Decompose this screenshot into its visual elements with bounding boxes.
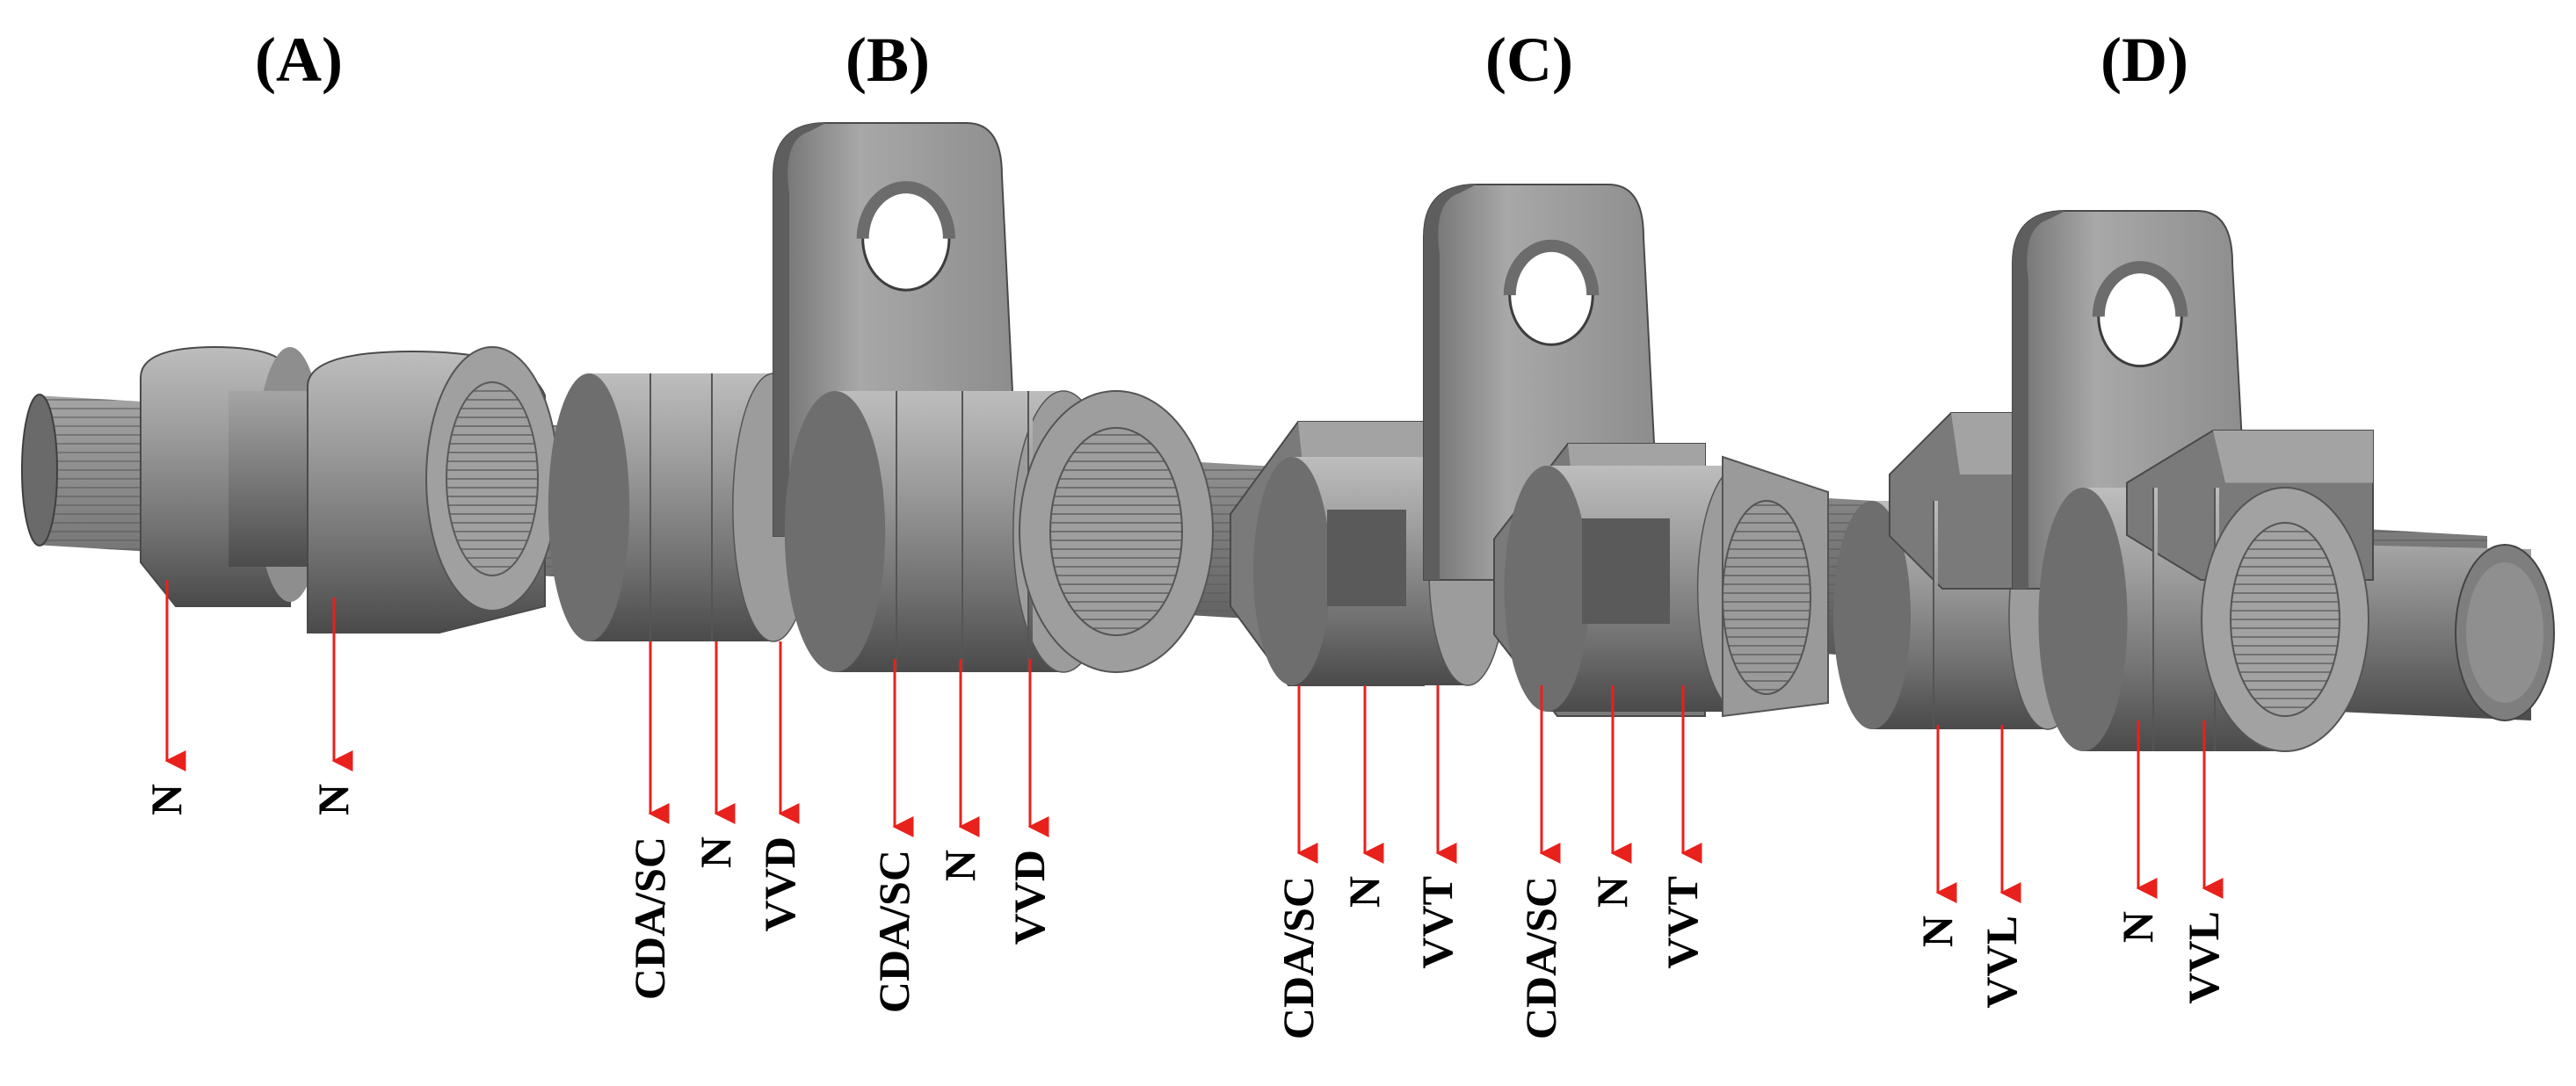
panel-a-lobe-2-bore xyxy=(446,381,539,576)
panel-b-tab-side xyxy=(773,123,826,536)
lobe-label: CDA/SC xyxy=(625,836,674,1000)
panel-c-tab-hole-bore xyxy=(1503,239,1600,296)
lobe-label: VVT xyxy=(1658,876,1707,969)
lobe-label: VVL xyxy=(2179,911,2228,1004)
panel-c-tab-side xyxy=(1424,185,1477,580)
panel-d-ring-1-body xyxy=(1934,501,1938,729)
panel-b-collar-1-back xyxy=(548,373,630,641)
lobe-label: CDA/SC xyxy=(869,850,918,1013)
lobe-label: VVD xyxy=(755,836,804,931)
panel-d-collar-2-back xyxy=(2038,488,2128,751)
panel-c-flat-1 xyxy=(1327,510,1406,606)
camshaft-illustration xyxy=(21,122,2555,752)
panel-d-ring-2-body xyxy=(2153,488,2158,751)
panel-d-lobe-2-top xyxy=(2213,431,2373,483)
panel-b-tab-hole-bore xyxy=(856,181,955,239)
panel-title-d: (D) xyxy=(2101,25,2188,95)
panel-b-end-bore xyxy=(1049,427,1183,636)
lobe-label: CDA/SC xyxy=(1516,876,1565,1039)
panel-title-a: (A) xyxy=(255,25,343,95)
lobe-label: CDA/SC xyxy=(1273,876,1323,1039)
panel-b-collar-2-back xyxy=(784,391,886,672)
lobe-label: VVL xyxy=(1977,916,2026,1009)
panel-c-flat-2 xyxy=(1582,518,1670,624)
panel-b-ring-1-body xyxy=(650,373,655,641)
panel-c-end-bore xyxy=(1722,500,1811,695)
panel-title-c: (C) xyxy=(1485,25,1573,95)
lobe-label: VVD xyxy=(1005,850,1054,945)
lobe-label: N xyxy=(691,836,740,868)
panel-d-collar-1-back xyxy=(1833,501,1911,729)
panel-title-b: (B) xyxy=(845,25,930,95)
panel-c-collar-1-back xyxy=(1253,457,1331,685)
lobe-label: N xyxy=(308,784,358,815)
lobe-label: N xyxy=(1587,876,1636,908)
lobe-label: N xyxy=(1339,876,1389,908)
lobe-label: N xyxy=(935,850,984,881)
right-end-face xyxy=(2466,562,2543,703)
panel-b-ring-4-body xyxy=(962,391,967,672)
panel-d-end-bore xyxy=(2230,522,2340,717)
lobe-label: N xyxy=(141,784,191,815)
panel-titles: (A) (B) (C) (D) xyxy=(255,25,2188,95)
panel-b-ring-3-body xyxy=(896,391,901,672)
lobe-label: VVT xyxy=(1412,876,1462,969)
lobe-label: N xyxy=(2113,911,2162,943)
left-shaft-end xyxy=(21,394,58,547)
panel-d-tab-side xyxy=(2013,211,2065,589)
panel-c-collar-2-back xyxy=(1504,466,1590,712)
panel-d-tab-hole-bore xyxy=(2092,261,2188,317)
panel-b-ring-2-body xyxy=(712,373,716,641)
lobe-label: N xyxy=(1912,916,1962,947)
